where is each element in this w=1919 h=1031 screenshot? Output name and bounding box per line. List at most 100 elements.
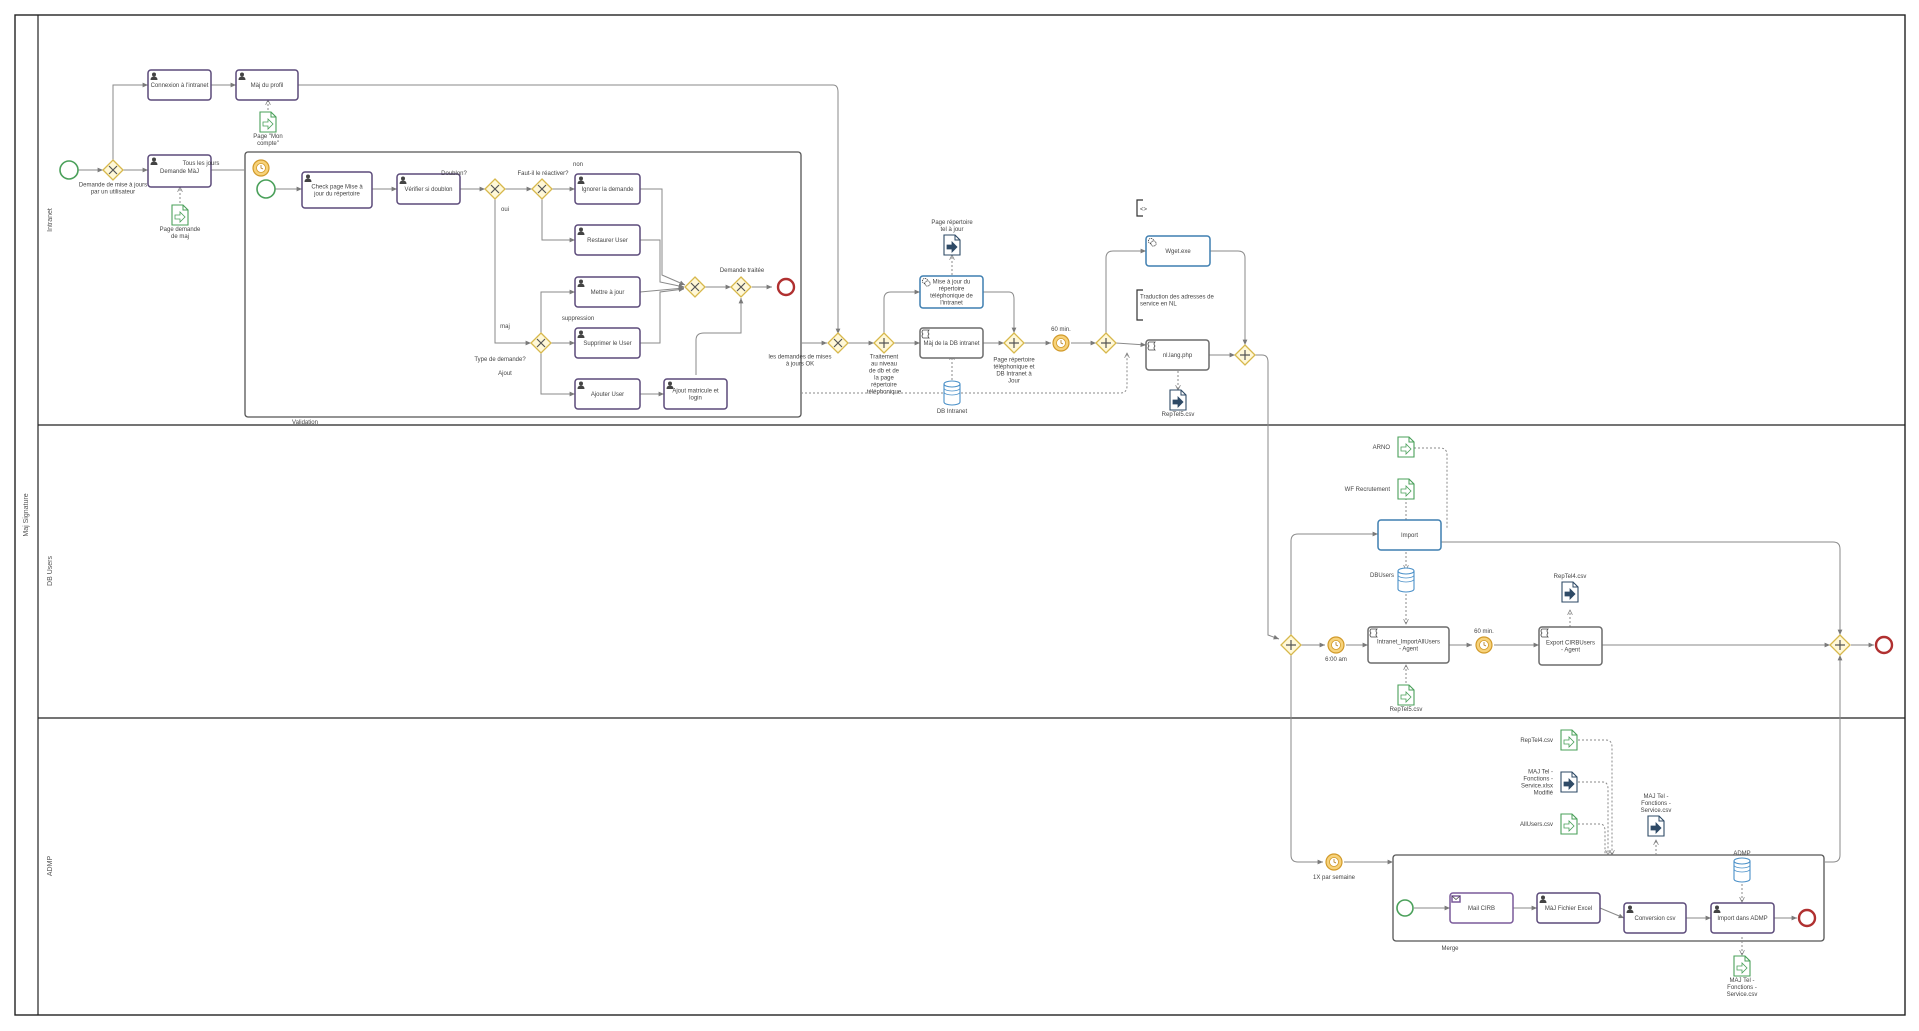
data-input-document[interactable]: AllUsers.csv [1520,813,1578,835]
task-label-line: Intranet_ImportAllUsers [1377,640,1440,646]
parallel-gateway-5[interactable] [1280,634,1302,656]
task-mettre[interactable]: Mettre à jour [574,276,641,308]
task-box [147,69,212,101]
task-demandemaj[interactable]: Demande MàJ [147,154,212,188]
datastore-dbintranet[interactable]: DB Intranet [937,380,968,415]
exclusive-gateway-reactiver[interactable] [531,178,553,200]
task-label-line: Ajout matricule et [672,389,719,395]
document-label-line: Service.csv [1641,808,1672,814]
user-icon [666,381,674,389]
task-label: MàJ Fichier Excel [1545,906,1592,912]
end-event-dbusers[interactable] [1874,635,1894,655]
task-importadmp[interactable]: Import dans ADMP [1710,902,1775,934]
flow-label-traitement-line: la page [874,376,894,382]
task-verifier[interactable]: Vérifier si doublon [396,173,461,205]
exclusive-gateway-merge-1[interactable] [684,276,706,298]
data-input-document[interactable]: ARNO [1373,436,1415,458]
exclusive-gateway-doublon[interactable] [484,178,506,200]
document-label: ARNO [1373,445,1391,451]
task-label-line: Mise à jour du [933,280,971,286]
task-label: Demande MàJ [160,169,199,175]
data-input-document[interactable]: RepTel4.csv [1520,729,1578,751]
task-supprimer[interactable]: Supprimer le User [574,327,641,359]
exclusive-gateway-merge-2[interactable] [730,276,752,298]
timer-event-60min-1[interactable] [1052,334,1070,352]
timer-event-60min-2[interactable] [1475,636,1493,654]
user-icon [1626,905,1634,913]
exclusive-gateway-1[interactable] [102,159,124,181]
task-box [301,171,373,209]
document-label-line: Fonctions - [1727,985,1757,991]
flow-label-typedemande: Type de demande? [474,357,526,363]
timer-event-600am[interactable] [1327,636,1345,654]
task-mailcirb[interactable]: Mail CIRB [1449,892,1514,924]
task-conversion[interactable]: Conversion csv [1623,902,1687,934]
flow-label-traitement-line: Traitement [870,355,899,361]
parallel-gateway-4[interactable] [1234,344,1256,366]
task-intranetimport[interactable]: Intranet_ImportAllUsers- Agent [1367,626,1450,664]
task-box [1449,892,1514,924]
datastore-label: DB Intranet [937,409,968,415]
task-label: nl.lang.php [1163,353,1193,359]
task-wget[interactable]: Wget.exe [1145,235,1211,267]
arrow-icon [1563,778,1575,790]
flow-label-maj: maj [500,324,510,330]
flow-label-doublon: Doublon? [441,171,467,177]
lane-title-intranet: Intranet [47,208,54,232]
document-label: AllUsers.csv [1520,822,1553,828]
timer-event-tous-les-jours[interactable] [252,159,270,177]
start-event-intranet[interactable] [59,160,79,180]
exclusive-gateway-type[interactable] [530,332,552,354]
parallel-gateway-6[interactable] [1829,634,1851,656]
task-majprofil[interactable]: Màj du profil [235,69,299,101]
task-majexcel[interactable]: MàJ Fichier Excel [1536,892,1601,924]
data-input-document[interactable]: WF Recrutement [1345,478,1415,500]
exclusive-gateway-demandes-ok[interactable] [827,332,849,354]
parallel-gateway-2[interactable] [1003,332,1025,354]
start-event-validation[interactable] [256,179,276,199]
start-event-merge[interactable] [1396,899,1414,917]
task-box [1710,902,1775,934]
datastore-dbusers[interactable]: DBUsers [1370,567,1415,593]
task-majdb[interactable]: Màj de la DB intranet [919,327,984,359]
arrow-icon [1564,588,1576,600]
timer-event-1x-semaine[interactable] [1325,853,1343,871]
task-export[interactable]: Export CIRBUsers- Agent [1538,626,1603,666]
data-output-document[interactable]: RepTel5.csv [1162,389,1195,418]
annotation-text-line: service en NL [1140,302,1177,308]
parallel-gateway-3[interactable] [1095,332,1117,354]
datastore-admp[interactable]: ADMP [1733,851,1751,883]
task-nllang[interactable]: nl.lang.php [1145,339,1210,371]
lane-title-dbusers: DB Users [47,556,54,586]
task-import[interactable]: Import [1377,519,1442,551]
task-connexion[interactable]: Connexion à l'intranet [147,69,212,101]
arrow-icon [1563,820,1575,832]
data-input-document[interactable]: MAJ Tel -Fonctions -Service.csv [1727,955,1758,998]
user-icon [1539,895,1547,903]
data-input-document[interactable]: RepTel5.csv [1390,684,1423,713]
flow-label-60min1: 60 min. [1051,327,1071,333]
end-event-validation[interactable] [776,277,796,297]
parallel-gateway-1[interactable] [873,332,895,354]
document-label-line: Service.xlsx [1521,784,1553,790]
task-restaurer[interactable]: Restaurer User [574,224,641,256]
flow-label-60min1-line: 60 min. [1051,327,1071,333]
end-event-merge[interactable] [1797,908,1817,928]
task-box [1145,235,1211,267]
task-ajouter[interactable]: Ajouter User [574,378,641,410]
data-output-document[interactable]: RepTel4.csv [1554,574,1587,603]
data-output-document[interactable]: MAJ Tel -Fonctions -Service.csv [1641,794,1672,837]
user-icon [577,330,585,338]
user-icon [577,227,585,235]
task-ignorer[interactable]: Ignorer la demande [574,173,641,205]
task-label: Import [1401,533,1418,539]
